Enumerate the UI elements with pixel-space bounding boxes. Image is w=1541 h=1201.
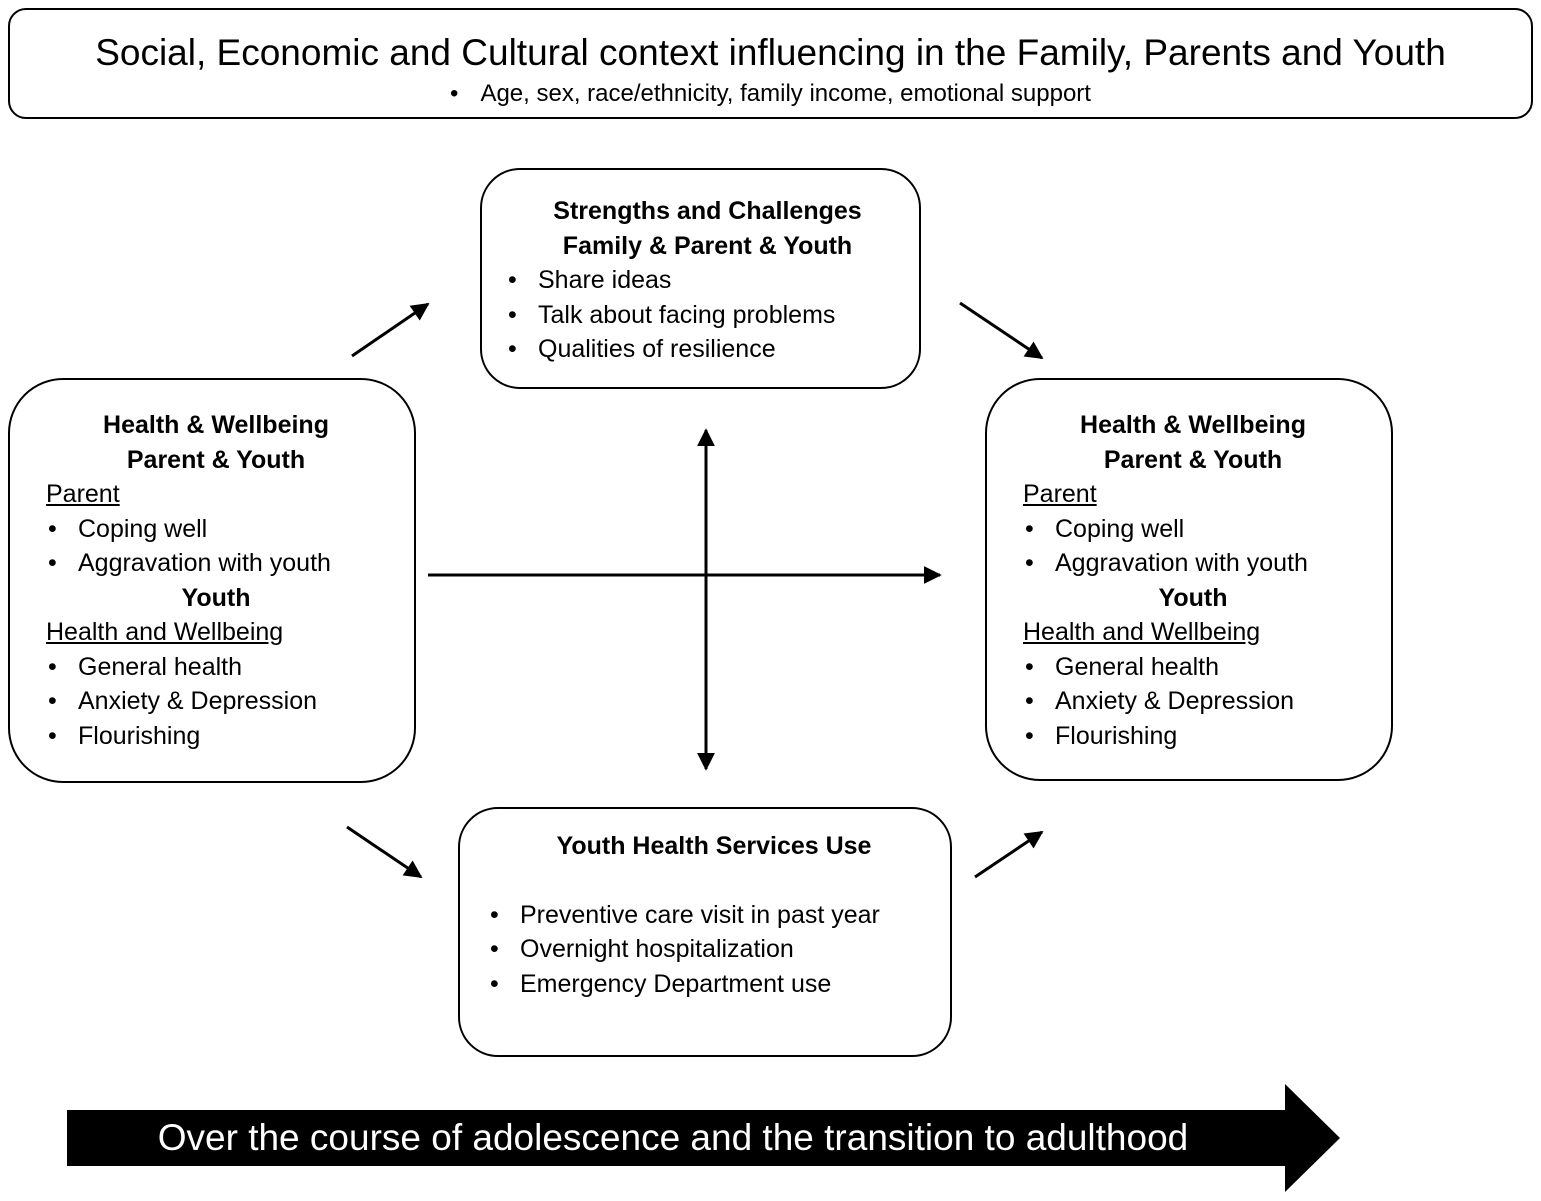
youth-sub-label: Health and Wellbeing xyxy=(46,618,284,646)
parent-list: Coping well Aggravation with youth xyxy=(46,512,386,581)
context-bullet-text: Age, sex, race/ethnicity, family income,… xyxy=(480,80,1091,107)
list-item: Flourishing xyxy=(46,719,386,754)
list-item: Aggravation with youth xyxy=(1023,546,1363,581)
list-item: Share ideas xyxy=(506,263,909,298)
list-item: Coping well xyxy=(46,512,386,547)
wellbeing-right-title-line1: Health & Wellbeing xyxy=(1080,411,1306,439)
youth-list: General health Anxiety & Depression Flou… xyxy=(46,650,386,754)
list-item: Anxiety & Depression xyxy=(1023,684,1363,719)
arrow-strengths-to-right xyxy=(959,301,1044,360)
youth-list: General health Anxiety & Depression Flou… xyxy=(1023,650,1363,754)
arrow-left-to-strengths xyxy=(351,302,430,358)
list-item: Aggravation with youth xyxy=(46,546,386,581)
context-title: Social, Economic and Cultural context in… xyxy=(95,32,1446,73)
strengths-title-line1: Strengths and Challenges xyxy=(553,197,862,225)
context-box: Social, Economic and Cultural context in… xyxy=(8,8,1533,119)
list-item: Talk about facing problems xyxy=(506,298,909,333)
parent-list: Coping well Aggravation with youth xyxy=(1023,512,1363,581)
services-list: Preventive care visit in past year Overn… xyxy=(488,898,940,1002)
youth-sub-label: Health and Wellbeing xyxy=(1023,618,1261,646)
arrow-left-to-services xyxy=(346,825,423,879)
list-item: Preventive care visit in past year xyxy=(488,898,940,933)
context-bullet-line: • Age, sex, race/ethnicity, family income… xyxy=(10,80,1531,108)
youth-label: Youth xyxy=(1158,583,1228,612)
wellbeing-left-title-line1: Health & Wellbeing xyxy=(103,411,329,439)
list-item: Flourishing xyxy=(1023,719,1363,754)
wellbeing-right-box: Health & Wellbeing Parent & Youth Parent… xyxy=(985,378,1393,781)
bullet-icon: • xyxy=(450,80,459,107)
list-item: General health xyxy=(1023,650,1363,685)
wellbeing-right-title-line2: Parent & Youth xyxy=(1103,445,1283,474)
list-item: Overnight hospitalization xyxy=(488,932,940,967)
parent-label: Parent xyxy=(1023,480,1097,508)
timeline-arrow xyxy=(67,1084,1340,1192)
strengths-list: Share ideas Talk about facing problems Q… xyxy=(506,263,909,367)
list-item: General health xyxy=(46,650,386,685)
timeline-label: Over the course of adolescence and the t… xyxy=(157,1117,1189,1158)
wellbeing-left-title-line2: Parent & Youth xyxy=(126,445,306,474)
list-item: Coping well xyxy=(1023,512,1363,547)
services-title: Youth Health Services Use xyxy=(556,832,872,860)
list-item: Emergency Department use xyxy=(488,967,940,1002)
youth-label: Youth xyxy=(181,583,251,612)
list-item: Anxiety & Depression xyxy=(46,684,386,719)
parent-label: Parent xyxy=(46,480,120,508)
strengths-title-line2: Family & Parent & Youth xyxy=(562,231,853,260)
strengths-box: Strengths and Challenges Family & Parent… xyxy=(480,168,921,389)
wellbeing-left-box: Health & Wellbeing Parent & Youth Parent… xyxy=(8,378,416,783)
list-item: Qualities of resilience xyxy=(506,332,909,367)
arrow-services-to-right xyxy=(974,830,1044,879)
services-box: Youth Health Services Use Preventive car… xyxy=(458,807,952,1057)
